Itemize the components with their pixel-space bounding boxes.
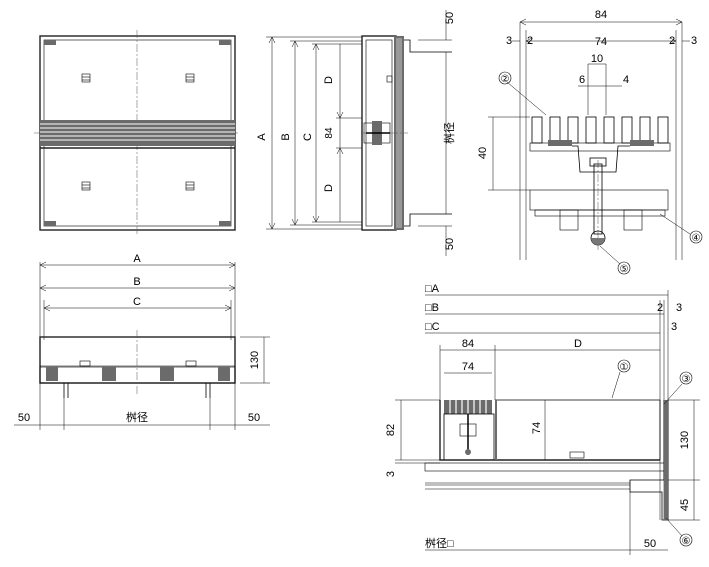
dim-A: A bbox=[256, 133, 268, 141]
callout-1: ① bbox=[620, 362, 629, 373]
dim-3-install-top: 3 bbox=[676, 302, 682, 314]
dim-40: 40 bbox=[477, 147, 489, 159]
dim-2-left: 2 bbox=[527, 35, 533, 47]
callout-5: ⑤ bbox=[620, 264, 629, 275]
dim-masukei-side: 桝径 bbox=[442, 122, 456, 144]
detail-view: 84 74 3 2 2 3 10 6 4 40 bbox=[477, 9, 703, 275]
front-dim-C: C bbox=[133, 296, 141, 308]
front-dim-masukei: 桝径 bbox=[126, 410, 148, 424]
install-dim-84: 84 bbox=[462, 338, 474, 350]
plan-view bbox=[34, 30, 240, 236]
dim-10: 10 bbox=[591, 53, 603, 65]
dim-84-side: 84 bbox=[324, 127, 335, 139]
grate-marker bbox=[81, 73, 195, 191]
callout-6: ⑥ bbox=[682, 536, 691, 547]
front-dim-B: B bbox=[133, 276, 140, 288]
dim-6: 6 bbox=[579, 74, 585, 86]
side-section-view: A B C D D 84 50 50 桝径 bbox=[256, 10, 456, 256]
dim-50-top: 50 bbox=[444, 12, 456, 24]
front-dim-130: 130 bbox=[249, 351, 261, 369]
dim-sqA: □A bbox=[425, 283, 440, 295]
dim-sqB: □B bbox=[425, 302, 439, 314]
install-dim-3: 3 bbox=[385, 471, 397, 477]
install-dim-130: 130 bbox=[679, 431, 691, 449]
front-dim-50-left: 50 bbox=[18, 412, 30, 424]
dim-3-left: 3 bbox=[506, 35, 512, 47]
install-dim-D: D bbox=[574, 338, 582, 350]
dim-D-lower: D bbox=[323, 184, 335, 192]
dim-4: 4 bbox=[623, 74, 629, 86]
installation-section: □A □B □C 2 3 3 84 D 74 bbox=[385, 283, 700, 555]
dim-84-detail: 84 bbox=[595, 9, 607, 21]
install-dim-74: 74 bbox=[462, 361, 474, 373]
dim-C: C bbox=[302, 133, 314, 141]
callout-2: ② bbox=[501, 74, 510, 85]
grating-bars bbox=[531, 116, 669, 144]
front-dim-A: A bbox=[133, 253, 141, 265]
front-dim-50-right: 50 bbox=[248, 412, 260, 424]
dim-2-install: 2 bbox=[657, 302, 663, 314]
dim-3-right: 3 bbox=[691, 35, 697, 47]
dim-2-right: 2 bbox=[669, 35, 675, 47]
install-dim-74-vertical: 74 bbox=[531, 422, 543, 434]
install-dim-masukei: 桝径□ bbox=[425, 536, 454, 550]
front-elevation: A B C 130 50 桝径 50 bbox=[14, 253, 270, 430]
install-dim-50: 50 bbox=[644, 538, 656, 550]
install-dim-45: 45 bbox=[679, 499, 691, 511]
dim-sqC: □C bbox=[425, 321, 440, 333]
dim-50-bottom: 50 bbox=[444, 238, 456, 250]
dim-B: B bbox=[280, 133, 292, 140]
dim-74-detail: 74 bbox=[595, 36, 607, 48]
install-dim-82: 82 bbox=[385, 424, 397, 436]
callout-4: ④ bbox=[692, 233, 701, 244]
dim-D-upper: D bbox=[323, 76, 335, 84]
dim-3-install: 3 bbox=[671, 321, 677, 333]
callout-3: ③ bbox=[682, 374, 691, 385]
